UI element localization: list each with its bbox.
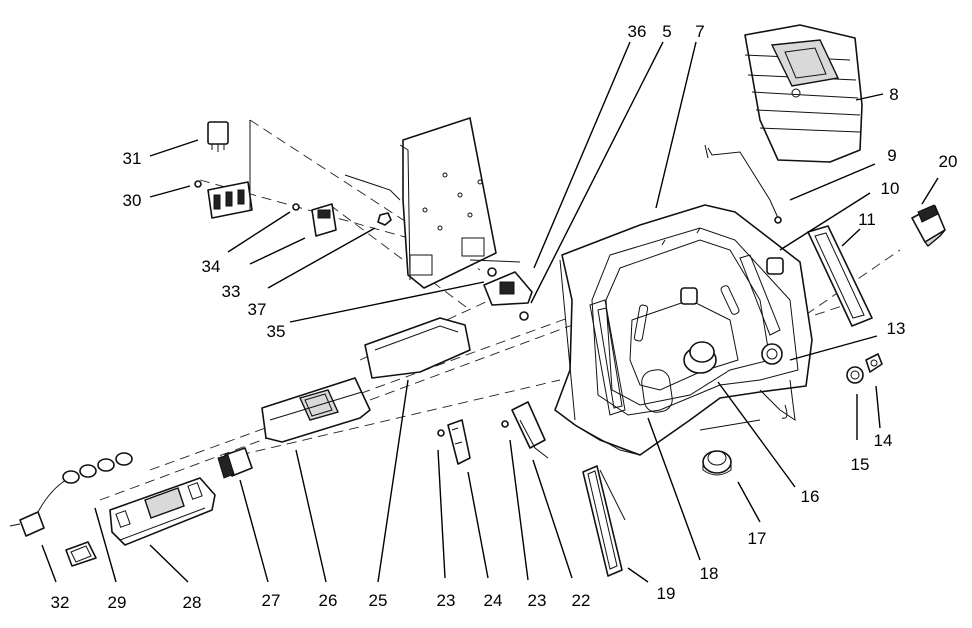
callout-5: 5 — [662, 22, 671, 41]
callout-37: 37 — [248, 300, 267, 319]
rocker-switch-part — [911, 204, 946, 248]
callout-27: 27 — [262, 591, 281, 610]
boot-cover-part — [744, 24, 863, 163]
switch-housing-part-26 — [261, 377, 371, 443]
sensor-bracket-parts — [483, 267, 533, 321]
callout-13: 13 — [887, 319, 906, 338]
callout-28: 28 — [183, 593, 202, 612]
callout-20: 20 — [939, 152, 958, 171]
console-housing — [554, 204, 813, 456]
lamp-harness-part-32 — [9, 452, 133, 537]
callout-29: 29 — [108, 593, 127, 612]
callout-34: 34 — [202, 257, 221, 276]
callout-19: 19 — [657, 584, 676, 603]
latch-brackets — [437, 401, 549, 465]
indicator-part-16 — [683, 341, 717, 374]
callout-15: 15 — [851, 455, 870, 474]
callout-10: 10 — [881, 179, 900, 198]
callout-17: 17 — [748, 529, 767, 548]
relay-socket-part-30 — [194, 180, 253, 219]
cover-panel-part-25 — [364, 317, 471, 379]
callout-31: 31 — [123, 149, 142, 168]
callout-24: 24 — [484, 591, 503, 610]
relay-part-31 — [207, 121, 229, 152]
clip-part-29 — [65, 541, 97, 567]
knob-part-10 — [680, 257, 784, 305]
callout-32: 32 — [51, 593, 70, 612]
cap-part-17 — [702, 450, 732, 476]
callout-33: 33 — [222, 282, 241, 301]
callout-7: 7 — [695, 22, 704, 41]
misc-detail-lines — [249, 120, 781, 521]
small-fittings — [781, 353, 883, 419]
trim-strip-part-19 — [582, 465, 623, 577]
callout-36: 36 — [628, 22, 647, 41]
callout-26: 26 — [319, 591, 338, 610]
callout-8: 8 — [889, 85, 898, 104]
callout-23-left: 23 — [437, 591, 456, 610]
mounting-plate — [399, 117, 497, 289]
callout-22: 22 — [572, 591, 591, 610]
control-rod-part — [704, 144, 782, 224]
control-module-part-28 — [109, 477, 216, 546]
callout-30: 30 — [123, 191, 142, 210]
callout-25: 25 — [369, 591, 388, 610]
fasteners-33-34-37 — [292, 203, 392, 237]
connector-part-27 — [217, 447, 253, 479]
bezel-part-11 — [807, 225, 873, 327]
callout-18: 18 — [700, 564, 719, 583]
callout-35: 35 — [267, 322, 286, 341]
callout-labels: 36 5 7 8 9 10 11 20 13 15 14 16 17 18 19… — [51, 22, 958, 612]
callout-16: 16 — [801, 487, 820, 506]
callout-23-right: 23 — [528, 591, 547, 610]
leader-lines — [41, 41, 939, 583]
callout-14: 14 — [874, 431, 893, 450]
callout-11: 11 — [858, 210, 876, 229]
callout-9: 9 — [887, 146, 896, 165]
